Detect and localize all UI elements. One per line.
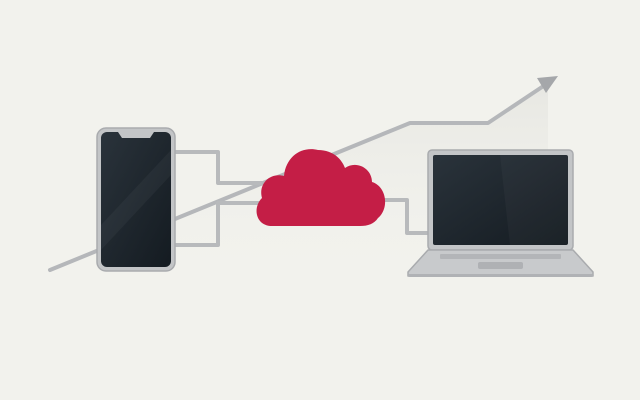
laptop-trackpad bbox=[478, 262, 523, 269]
phone-screen bbox=[101, 132, 171, 267]
phone-screen-glare bbox=[101, 150, 171, 250]
smartphone-icon bbox=[96, 127, 176, 272]
laptop-screen bbox=[433, 155, 568, 245]
connector-lines bbox=[174, 150, 432, 247]
cloud-icon bbox=[256, 149, 386, 226]
laptop-icon bbox=[407, 149, 594, 277]
laptop-keyboard bbox=[440, 254, 561, 259]
connector-cloud-laptop bbox=[382, 198, 432, 235]
trend-arrowhead bbox=[537, 76, 558, 93]
laptop-screen-glare bbox=[500, 155, 568, 245]
laptop-base-edge bbox=[408, 274, 593, 277]
phone-notch bbox=[118, 132, 154, 138]
connector-phone-cloud-upper bbox=[174, 150, 262, 185]
connector-phone-cloud-lower bbox=[174, 201, 262, 247]
trend-line bbox=[48, 81, 550, 272]
cloud-shape bbox=[256, 149, 386, 226]
